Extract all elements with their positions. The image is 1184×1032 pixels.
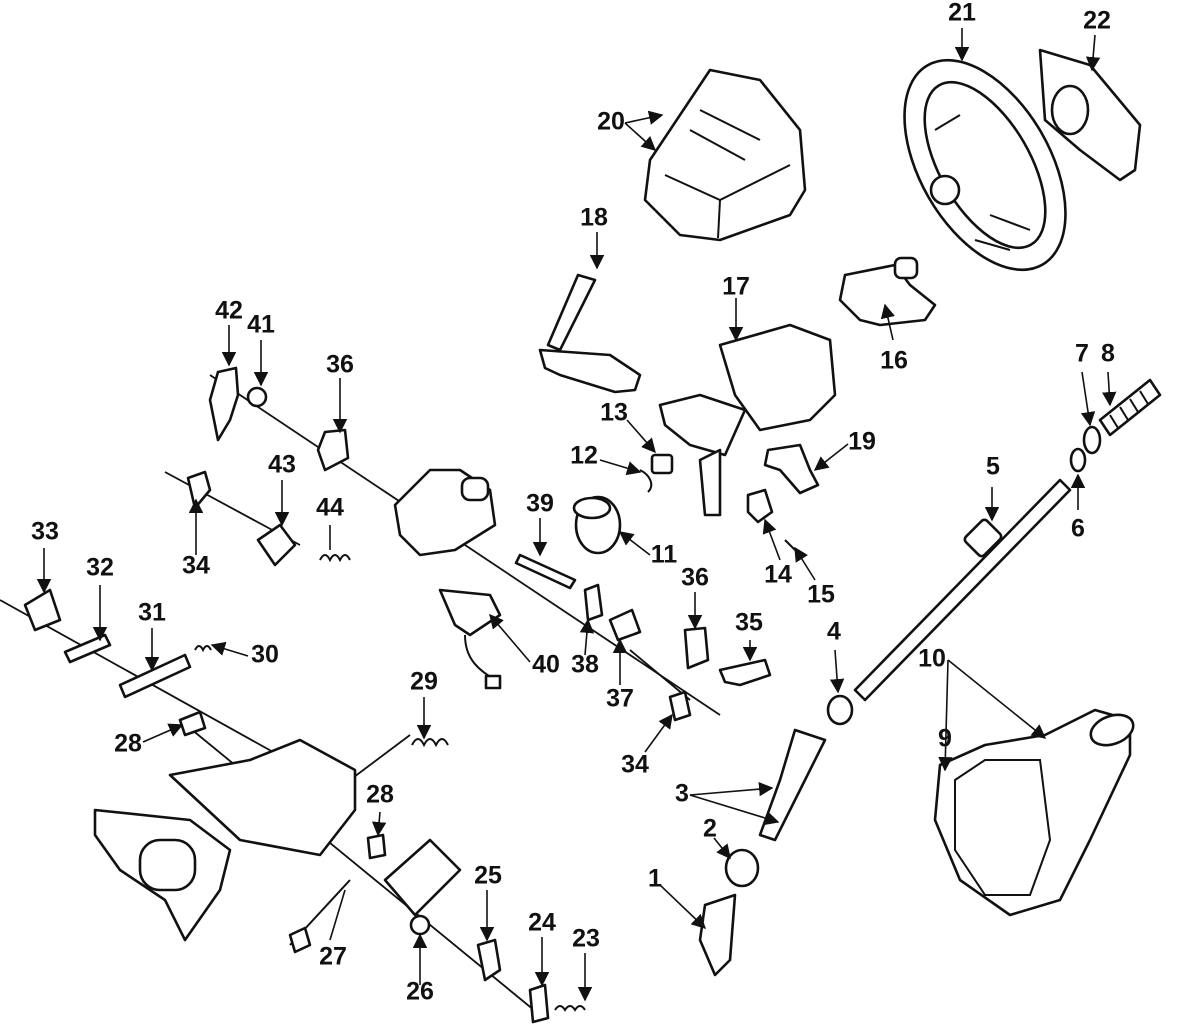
lower-column-assembly-part	[93, 738, 357, 942]
callout-16: 16	[880, 347, 908, 375]
callout-42: 42	[215, 297, 243, 325]
callout-14: 14	[764, 561, 792, 589]
pivot-bracket-part-b	[683, 626, 710, 670]
callout-8: 8	[1101, 340, 1115, 368]
callout-5: 5	[986, 453, 1000, 481]
callout-11: 11	[651, 541, 678, 569]
callout-37: 37	[606, 685, 634, 713]
bracket-part	[763, 443, 820, 495]
callout-39: 39	[526, 490, 554, 518]
compression-spring-part	[411, 738, 449, 748]
tension-spring-part	[554, 1005, 586, 1012]
lever-bracket-part	[208, 366, 240, 442]
callout-6: 6	[1071, 515, 1085, 543]
coil-spring-part	[1098, 378, 1162, 437]
callout-23: 23	[572, 925, 600, 953]
bearing-part	[1082, 425, 1102, 455]
link-arm-part	[718, 658, 772, 687]
u-joint-shaft-part	[758, 728, 827, 842]
callout-43: 43	[268, 451, 296, 479]
callout-1: 1	[648, 865, 662, 893]
callout-13: 13	[600, 399, 628, 427]
lower-u-joint-part	[698, 893, 737, 977]
pin-part	[784, 539, 796, 551]
small-bracket-part	[63, 633, 112, 664]
switch-harness-part	[438, 588, 502, 690]
callout-15: 15	[807, 581, 835, 609]
callout-27: 27	[319, 943, 347, 971]
clip-part-b	[668, 690, 692, 722]
pawl-part	[608, 608, 642, 642]
callout-24: 24	[528, 909, 556, 937]
callout-33: 33	[31, 518, 59, 546]
spring-part	[319, 554, 351, 563]
switch-housing-part	[393, 468, 497, 557]
callout-17: 17	[722, 273, 750, 301]
bushing-part	[826, 694, 854, 726]
callout-20: 20	[597, 108, 625, 136]
plate-part	[256, 523, 297, 567]
callout-28-upper: 28	[114, 730, 142, 758]
callout-labels: 1 2 3 4 5 6 7 8 9 10 11 12 13 14 15 16 1…	[31, 0, 1115, 1006]
callout-2: 2	[703, 815, 717, 843]
callout-36-upper: 36	[326, 351, 354, 379]
bushing-cap-part	[572, 495, 622, 555]
callout-35: 35	[735, 609, 763, 637]
long-bracket-part	[118, 653, 192, 699]
clip-part	[650, 453, 674, 475]
rod-part	[514, 553, 577, 590]
tilt-lever-part	[538, 273, 642, 394]
ignition-lock-part	[838, 256, 937, 327]
mount-plate-part	[23, 588, 62, 632]
retainer-part	[746, 488, 774, 524]
callout-12: 12	[570, 442, 598, 470]
intermediate-shaft-part	[853, 478, 1072, 702]
steering-wheel-part	[903, 58, 1067, 272]
callout-9: 9	[938, 725, 952, 753]
callout-40: 40	[532, 651, 560, 679]
callout-7: 7	[1075, 340, 1089, 368]
clip-part-a	[186, 470, 212, 510]
callout-38: 38	[571, 651, 599, 679]
bolt-part-b	[366, 833, 387, 860]
detent-part	[583, 583, 604, 622]
callout-22: 22	[1083, 7, 1111, 35]
callout-3: 3	[675, 780, 689, 808]
column-shroud-part	[643, 68, 807, 242]
bolt-part-a	[178, 710, 207, 737]
grommet-part	[409, 914, 431, 936]
nut-part	[246, 386, 268, 408]
callout-36-lower: 36	[681, 564, 709, 592]
callout-19: 19	[848, 428, 876, 456]
callout-29: 29	[410, 668, 438, 696]
horn-pad-part	[1038, 48, 1142, 182]
callout-25: 25	[474, 862, 502, 890]
callout-18: 18	[580, 204, 608, 232]
callout-26: 26	[406, 978, 434, 1006]
lever-tab-part	[528, 983, 550, 1024]
callout-32: 32	[86, 554, 114, 582]
callout-44: 44	[316, 494, 344, 522]
pivot-link-part	[476, 938, 502, 982]
callout-28-lower: 28	[366, 781, 394, 809]
snap-ring-part	[1069, 447, 1087, 473]
steering-boot-part	[933, 708, 1135, 917]
callout-34-lower: 34	[621, 751, 649, 779]
callout-4: 4	[827, 618, 841, 646]
spring-clip-part	[639, 469, 653, 493]
callout-10: 10	[918, 645, 946, 673]
small-spring-part	[194, 645, 212, 653]
callout-34-upper: 34	[182, 552, 210, 580]
callout-30: 30	[251, 641, 279, 669]
leader-lines	[36, 28, 1117, 1002]
spring-rod-part	[288, 879, 351, 954]
callout-41: 41	[247, 311, 275, 339]
cover-plate-part	[383, 838, 462, 917]
boot-part	[724, 848, 760, 888]
callout-21: 21	[948, 0, 976, 27]
upper-column-bracket-part	[658, 323, 837, 517]
callout-31: 31	[138, 599, 166, 627]
